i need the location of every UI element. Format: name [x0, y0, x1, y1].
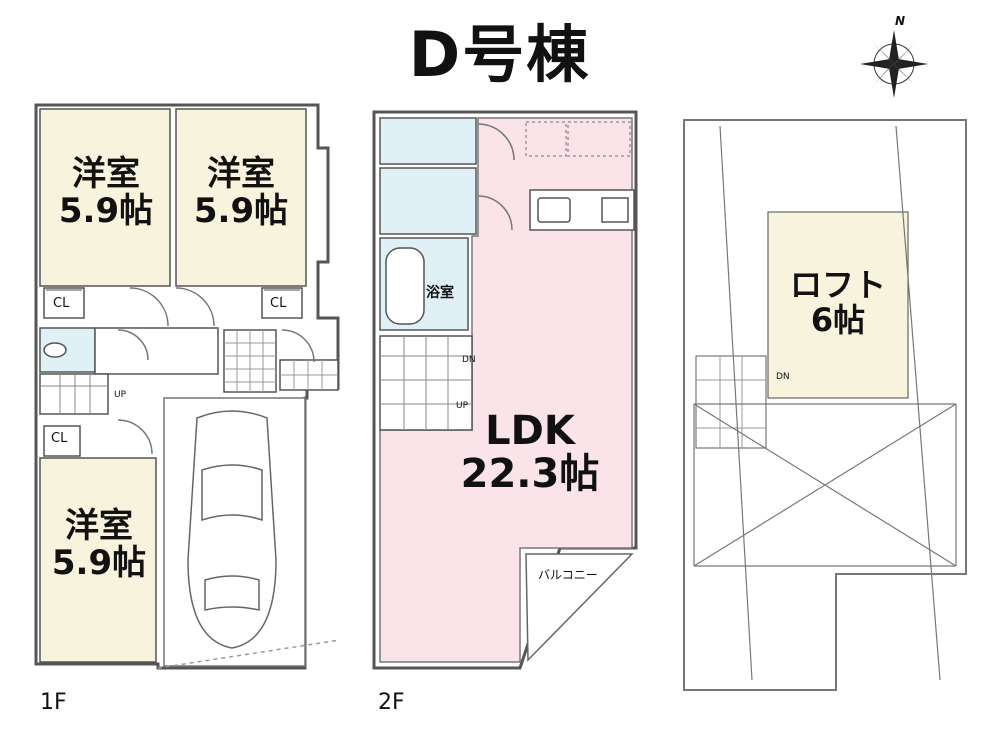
- room-loft: [767, 211, 909, 399]
- room-ldk-label: LDK 22.3帖: [440, 408, 620, 498]
- compass-north-label: N: [895, 14, 906, 28]
- loft-plan: [683, 119, 967, 691]
- closet-2: [261, 287, 303, 319]
- stairs-2f-dn-label: DN: [462, 355, 476, 365]
- room-loft-name: ロフト: [789, 266, 886, 304]
- room-western-3-name: 洋室: [65, 506, 133, 546]
- room-loft-size: 6帖: [810, 300, 866, 339]
- balcony-label: バルコニー: [538, 568, 598, 582]
- room-loft-label: ロフト 6帖: [770, 268, 906, 337]
- closet-3-label: CL: [51, 431, 68, 446]
- room-western-1: [39, 108, 171, 287]
- room-western-2-label: 洋室 5.9帖: [177, 156, 305, 229]
- room-western-1-name: 洋室: [72, 154, 140, 194]
- room-ldk-name: LDK: [485, 408, 575, 454]
- stairs-loft: [695, 355, 767, 449]
- room-western-1-size: 5.9帖: [58, 190, 154, 231]
- room-ldk-size: 22.3帖: [460, 451, 600, 498]
- stairs-loft-dn-label: DN: [776, 372, 790, 382]
- closet-1: [43, 287, 85, 319]
- closet-1-label: CL: [53, 296, 70, 311]
- floor-2-plan: [372, 110, 638, 670]
- floor-1-label: 1F: [40, 690, 67, 715]
- room-western-2-size: 5.9帖: [193, 190, 289, 231]
- room-western-3: [39, 457, 157, 663]
- floor-2-label: 2F: [378, 690, 405, 715]
- room-ldk: [379, 117, 633, 663]
- toilet-2f: [379, 117, 477, 165]
- room-western-2-name: 洋室: [207, 154, 275, 194]
- garage: [163, 397, 306, 667]
- room-western-3-label: 洋室 5.9帖: [40, 508, 158, 581]
- page-title: D号棟: [408, 18, 591, 91]
- car-icon: [187, 410, 277, 649]
- balcony: [525, 553, 634, 662]
- room-western-2: [175, 108, 307, 287]
- room-western-1-label: 洋室 5.9帖: [42, 156, 170, 229]
- stairs-2f-up-label: UP: [456, 401, 469, 411]
- closet-2-label: CL: [270, 296, 287, 311]
- washroom: [379, 167, 477, 235]
- bathroom-label: 浴室: [426, 285, 454, 301]
- stairs-1f: [39, 373, 109, 415]
- compass-icon: [860, 30, 928, 98]
- stairs-1f-up-label: UP: [114, 390, 127, 400]
- room-western-3-size: 5.9帖: [51, 542, 147, 583]
- floor-1-plan: [34, 103, 341, 670]
